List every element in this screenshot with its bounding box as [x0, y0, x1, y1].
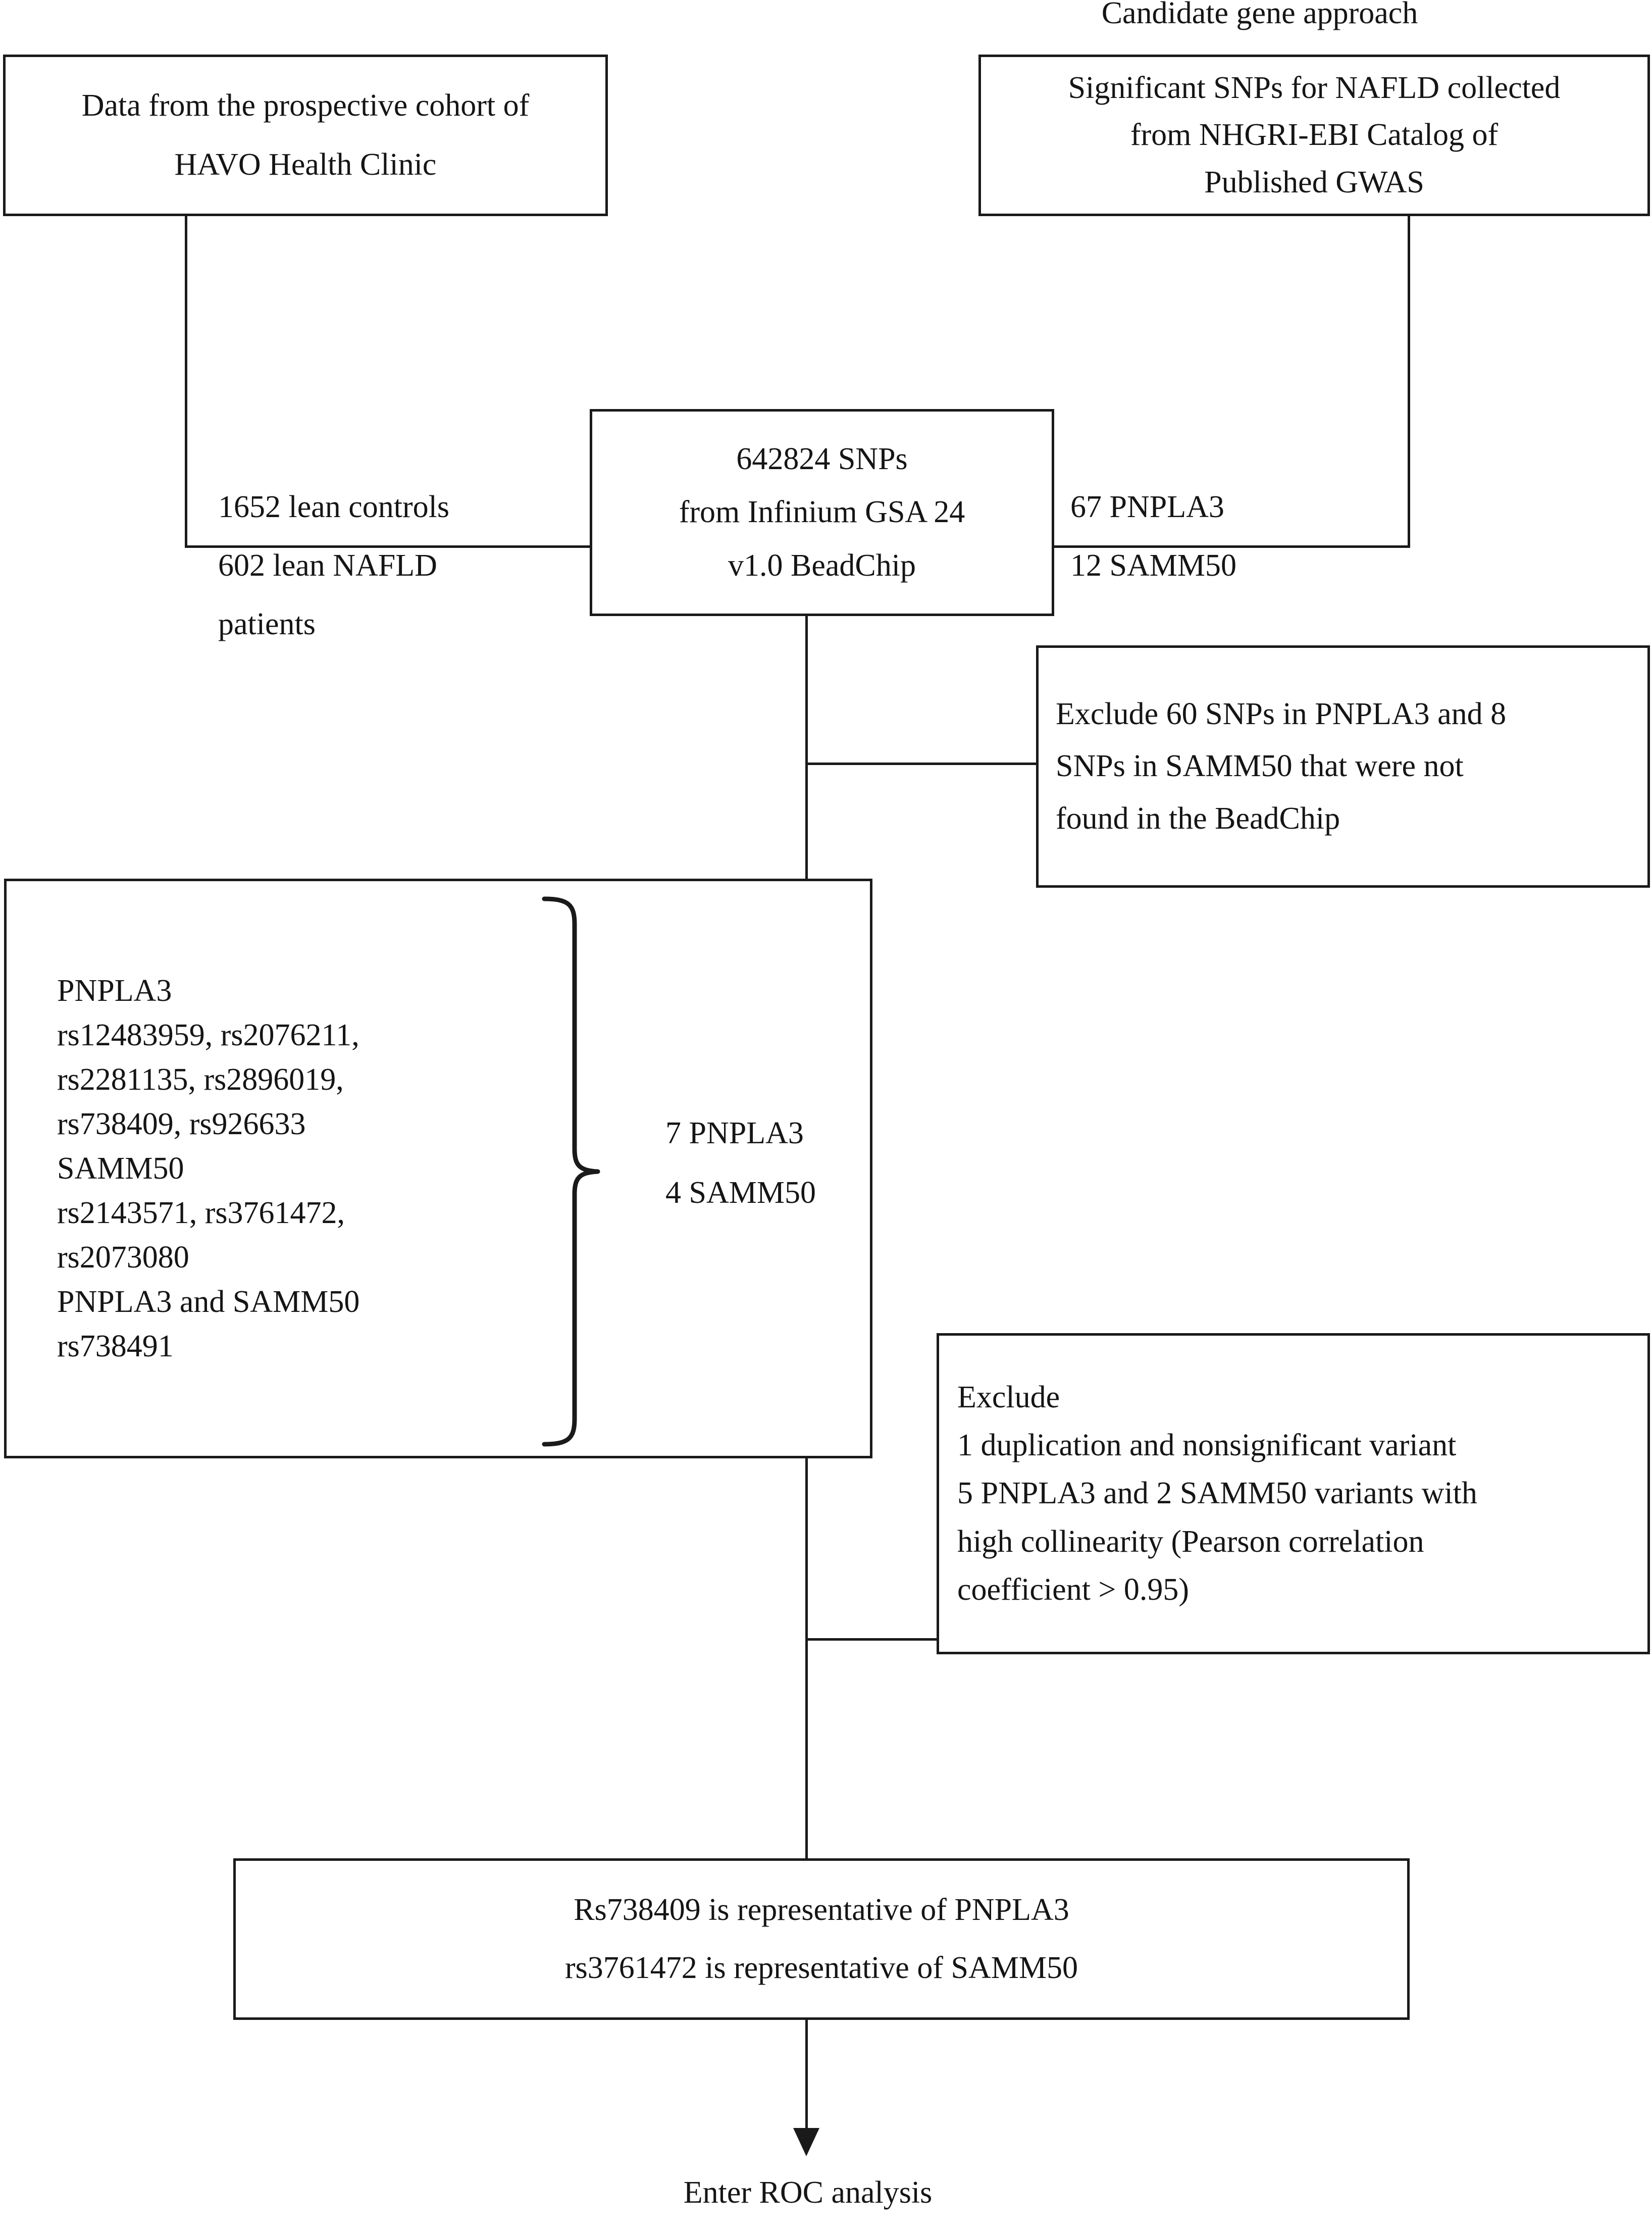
connector-gwas-horizontal: [1052, 545, 1410, 548]
gwas-source-line-3: Published GWAS: [1204, 165, 1424, 199]
connector-cohort-vertical: [185, 216, 187, 545]
exclude-collinear-line-5: coefficient > 0.95): [957, 1572, 1190, 1607]
snp-list-line-2: rs12483959, rs2076211,: [57, 1018, 359, 1052]
snp-list-line-5: SAMM50: [57, 1151, 184, 1186]
beadchip-line-3: v1.0 BeadChip: [728, 548, 916, 583]
edge-label-retained-samm50: 4 SAMM50: [665, 1176, 816, 1210]
box-exclude-collinearity: Exclude 1 duplication and nonsignificant…: [937, 1333, 1650, 1654]
gwas-source-line-1: Significant SNPs for NAFLD collected: [1068, 71, 1561, 106]
terminal-enter-roc-analysis: Enter ROC analysis: [683, 2175, 933, 2210]
snp-list-line-9: rs738491: [57, 1329, 174, 1364]
representatives-line-1: Rs738409 is representative of PNPLA3: [574, 1892, 1069, 1927]
box-beadchip: 642824 SNPs from Infinium GSA 24 v1.0 Be…: [590, 409, 1054, 616]
connector-main-spine-lower: [805, 1457, 808, 1859]
connector-main-spine-upper: [805, 616, 808, 880]
snp-list-line-3: rs2281135, rs2896019,: [57, 1062, 344, 1097]
connector-cohort-horizontal: [185, 545, 592, 548]
exclude-collinear-line-4: high collinearity (Pearson correlation: [957, 1524, 1424, 1559]
edge-label-lean-nafld: 602 lean NAFLD: [218, 548, 437, 583]
exclude-beadchip-line-3: found in the BeadChip: [1056, 801, 1340, 836]
exclude-collinear-line-2: 1 duplication and nonsignificant variant: [957, 1428, 1457, 1463]
beadchip-line-2: from Infinium GSA 24: [679, 495, 965, 530]
edge-label-lean-nafld-patients: patients: [218, 607, 316, 641]
connector-to-roc-analysis: [805, 2019, 808, 2134]
exclude-collinear-line-1: Exclude: [957, 1380, 1060, 1415]
cohort-source-line-2: HAVO Health Clinic: [174, 147, 437, 182]
connector-exclude-collinearity: [805, 1638, 938, 1641]
grouping-brace-icon: [542, 896, 600, 1447]
snp-list-line-4: rs738409, rs926633: [57, 1106, 306, 1141]
exclude-beadchip-line-1: Exclude 60 SNPs in PNPLA3 and 8: [1056, 697, 1507, 732]
edge-label-samm50-count: 12 SAMM50: [1070, 548, 1237, 583]
arrowhead-icon: [793, 2128, 819, 2156]
connector-exclude-beadchip: [805, 763, 1038, 765]
representatives-line-2: rs3761472 is representative of SAMM50: [565, 1951, 1078, 1985]
snp-list-line-6: rs2143571, rs3761472,: [57, 1196, 345, 1231]
gwas-source-line-2: from NHGRI-EBI Catalog of: [1130, 118, 1499, 153]
beadchip-line-1: 642824 SNPs: [736, 442, 908, 477]
snp-list-line-7: rs2073080: [57, 1240, 189, 1275]
box-cohort-source: Data from the prospective cohort of HAVO…: [3, 55, 608, 216]
edge-label-lean-controls: 1652 lean controls: [218, 490, 450, 524]
edge-label-pnpla3-count: 67 PNPLA3: [1070, 490, 1224, 524]
box-exclude-not-on-beadchip: Exclude 60 SNPs in PNPLA3 and 8 SNPs in …: [1036, 645, 1650, 888]
exclude-collinear-line-3: 5 PNPLA3 and 2 SAMM50 variants with: [957, 1476, 1477, 1511]
box-gwas-source: Significant SNPs for NAFLD collected fro…: [978, 55, 1650, 216]
connector-gwas-vertical: [1408, 216, 1410, 545]
snp-list-line-1: PNPLA3: [57, 973, 172, 1008]
box-representative-snps: Rs738409 is representative of PNPLA3 rs3…: [233, 1858, 1410, 2020]
exclude-beadchip-line-2: SNPs in SAMM50 that were not: [1056, 749, 1464, 784]
box-snp-list: PNPLA3 rs12483959, rs2076211, rs2281135,…: [4, 879, 872, 1458]
snp-list-line-8: PNPLA3 and SAMM50: [57, 1285, 360, 1320]
candidate-gene-approach-label: Candidate gene approach: [1101, 0, 1418, 30]
edge-label-retained-pnpla3: 7 PNPLA3: [665, 1116, 804, 1150]
cohort-source-line-1: Data from the prospective cohort of: [81, 88, 530, 123]
